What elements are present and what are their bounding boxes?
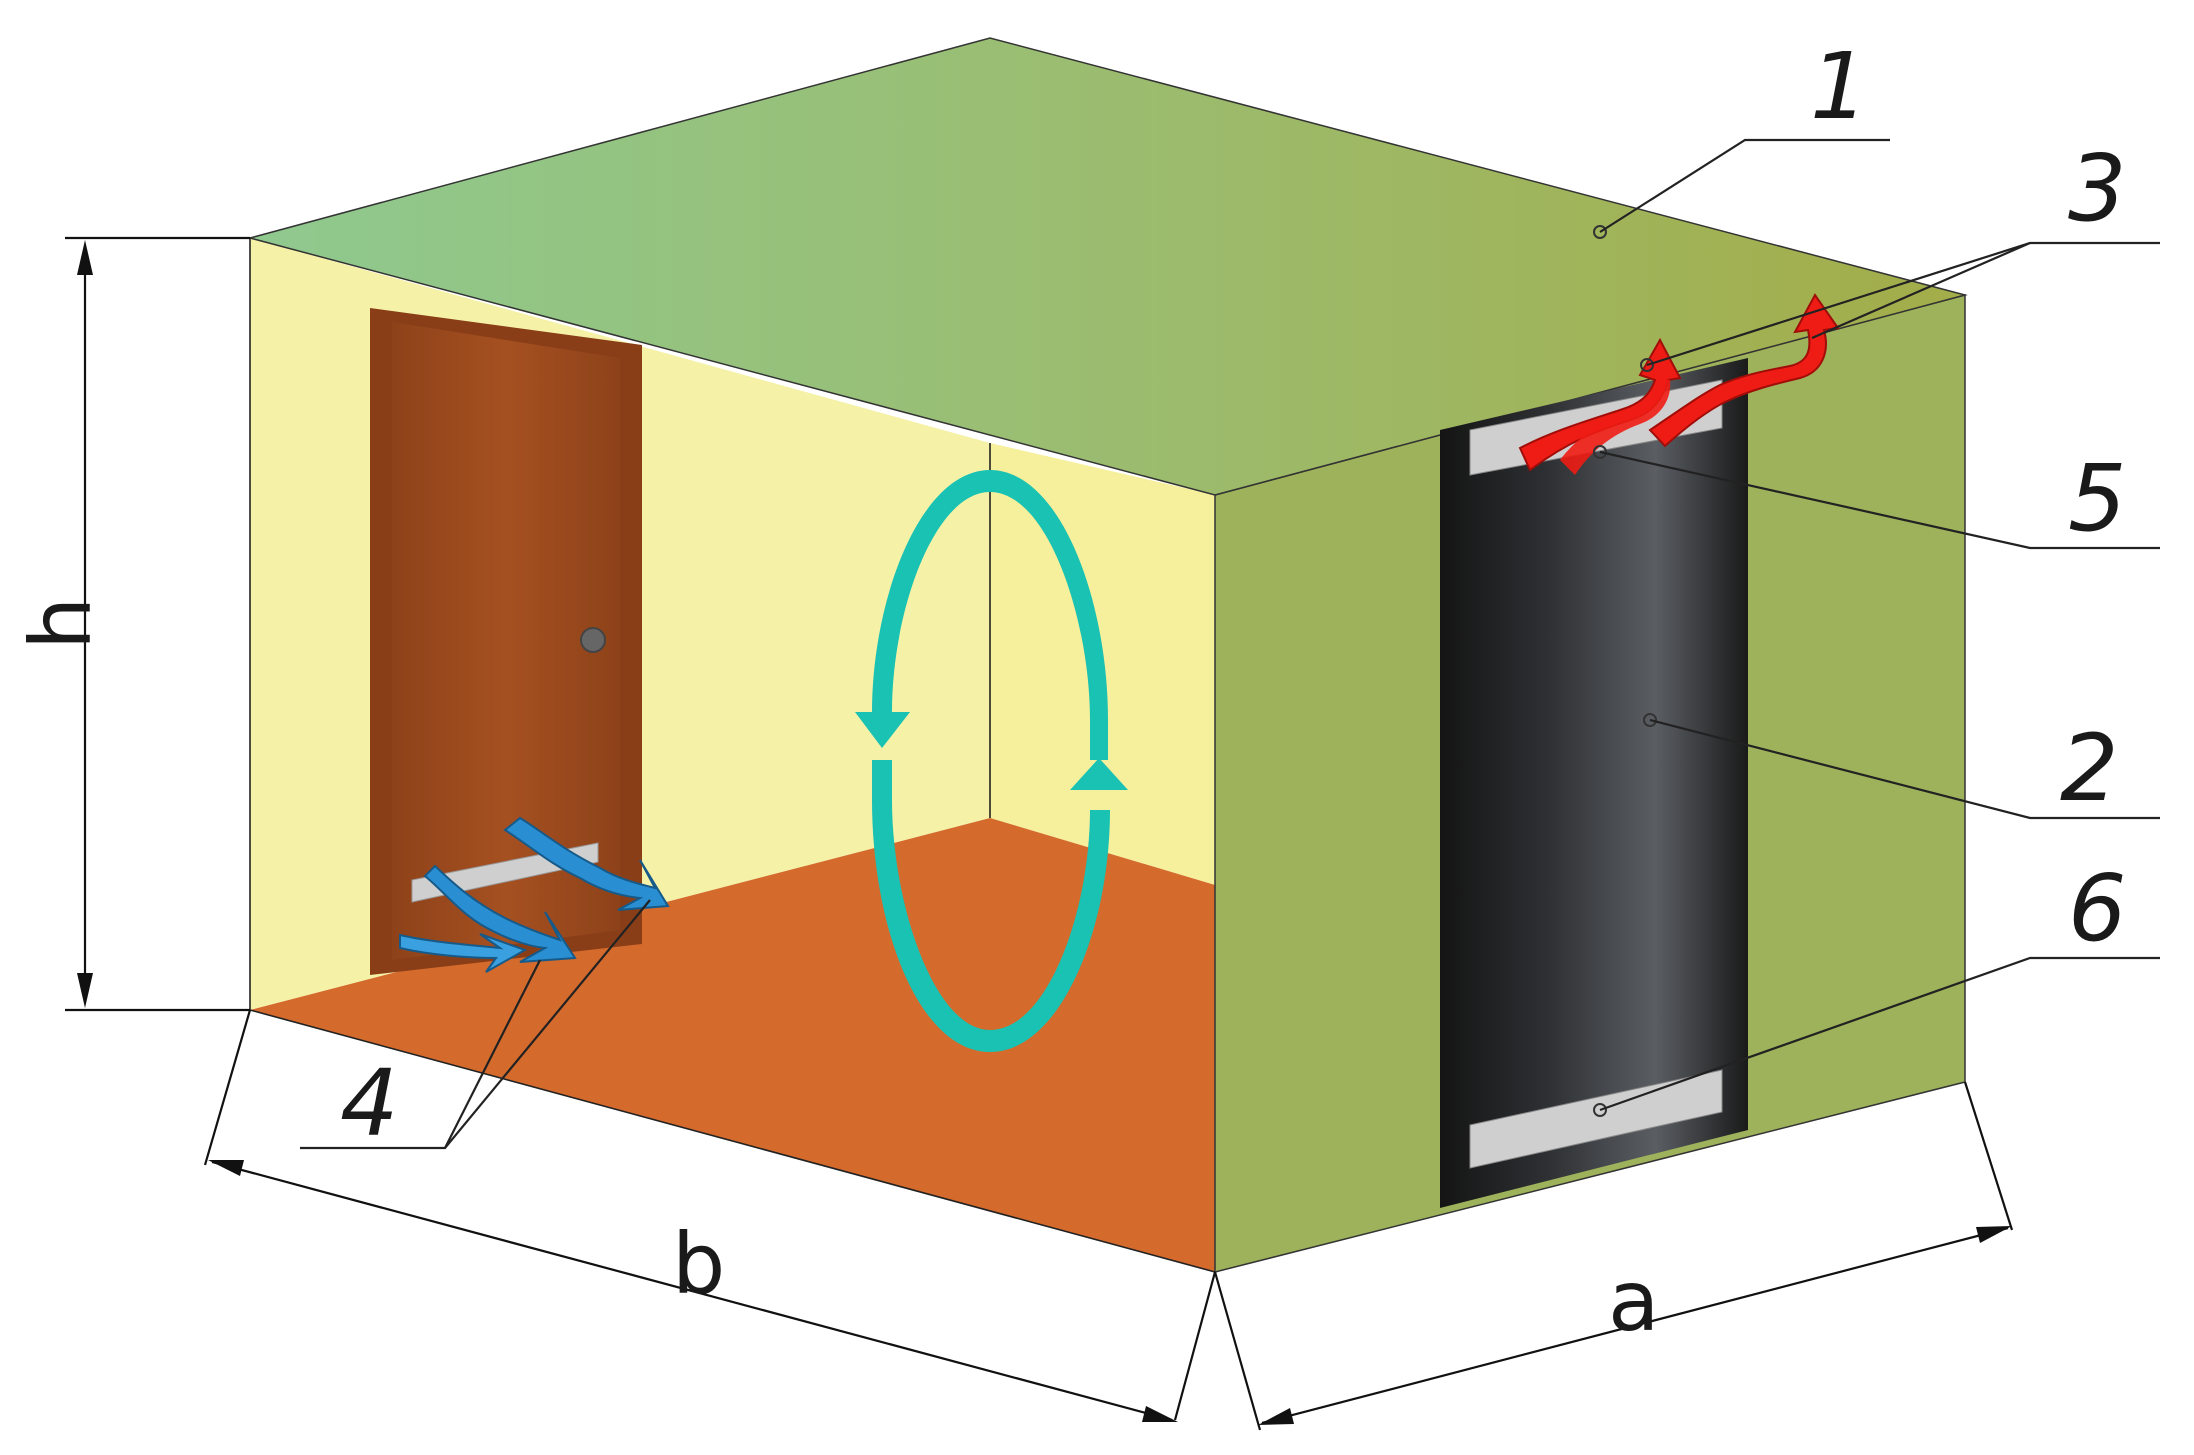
wavy-arrow-icon: [503, 816, 670, 911]
door: [392, 322, 620, 960]
cold-flow-arrows: [399, 816, 670, 973]
dimension-width: b: [203, 1009, 1217, 1422]
floor: [250, 818, 1215, 1272]
dimension-height: h: [12, 236, 250, 1012]
wavy-arrow-icon: [1560, 378, 1671, 475]
warm-flow-arrows: [1518, 293, 1840, 475]
wavy-arrow-icon: [1648, 293, 1840, 448]
ceiling: [247, 37, 1968, 496]
dimension-label-b: b: [672, 1215, 725, 1313]
leaders: [300, 138, 2160, 1150]
label-bottom-grille: 6: [2068, 855, 2127, 962]
label-heater: 2: [2060, 715, 2119, 822]
label-ceiling: 1: [1810, 33, 1869, 140]
label-cold-flow: 4: [340, 1050, 399, 1157]
heater-panel: [1440, 358, 1748, 1208]
bottom-grille: [1469, 1069, 1723, 1169]
label-warm-flow: 3: [2068, 135, 2127, 242]
door-knob: [580, 627, 606, 653]
dimension-label-a: a: [1608, 1252, 1659, 1350]
dimension-label-h: h: [12, 597, 110, 650]
dimension-depth: a: [1213, 1081, 2014, 1431]
label-top-grille: 5: [2068, 445, 2127, 552]
wavy-arrow-icon: [399, 933, 528, 973]
circular-arrows-icon: [855, 470, 1128, 1052]
wavy-arrow-icon: [423, 864, 577, 963]
